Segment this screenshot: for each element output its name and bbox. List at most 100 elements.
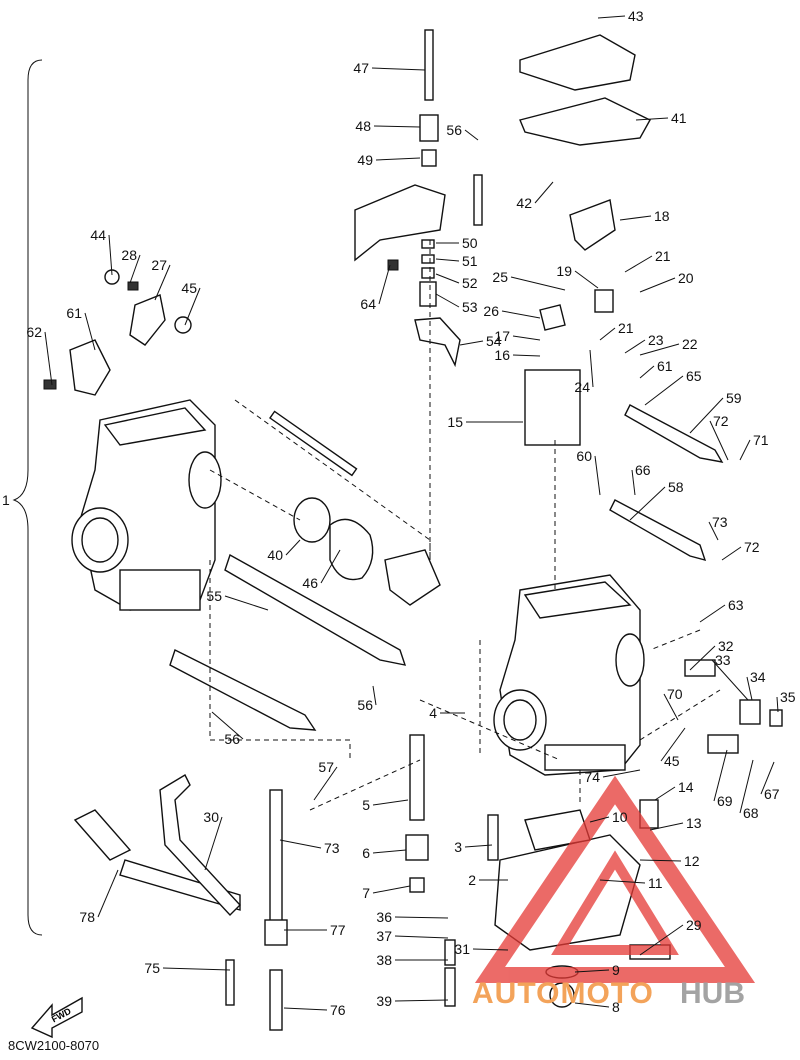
callout-leader-line <box>464 129 479 141</box>
callout-leader-line <box>639 859 682 862</box>
callout-leader-line <box>372 849 407 854</box>
callout-number: 75 <box>144 960 160 976</box>
callout-number: 73 <box>324 840 340 856</box>
callout-number: 11 <box>648 875 663 891</box>
callout-leader-line <box>760 761 775 795</box>
callout-number: 30 <box>203 809 219 825</box>
callout-number: 65 <box>686 368 702 384</box>
callout-leader-line <box>746 676 753 701</box>
callout-number: 45 <box>181 280 197 296</box>
callout-leader-line <box>512 335 541 341</box>
callout-number: 68 <box>743 805 759 821</box>
callout-leader-line <box>776 696 779 713</box>
callout-number: 5 <box>362 797 370 813</box>
callout-number: 59 <box>726 390 742 406</box>
callout-leader-line <box>84 312 96 351</box>
callout-leader-line <box>589 816 610 823</box>
callout-leader-line <box>649 822 684 831</box>
callout-number: 12 <box>684 853 700 869</box>
callout-leader-line <box>394 999 449 1002</box>
callout-number: 34 <box>750 669 766 685</box>
callout-number: 24 <box>574 379 590 395</box>
leader-lines <box>209 240 721 811</box>
callout-leader-line <box>574 969 610 973</box>
callout-leader-line <box>721 546 742 561</box>
callout-number: 42 <box>516 195 532 211</box>
callout-number: 61 <box>66 305 82 321</box>
needle-assembly <box>354 29 483 368</box>
callout-leader-line <box>639 924 684 956</box>
callout-leader-line <box>435 273 460 284</box>
callout-number: 40 <box>267 547 283 563</box>
callout-leader-line <box>644 375 684 406</box>
callout-number: 56 <box>224 731 240 747</box>
callout-leader-line <box>372 885 411 894</box>
callout-leader-line <box>154 264 171 301</box>
callout-number: 13 <box>686 815 702 831</box>
callout-number: 62 <box>26 324 42 340</box>
callout-number: 77 <box>330 922 346 938</box>
callout-leader-line <box>660 727 686 762</box>
callout-leader-line <box>689 645 716 671</box>
callout-leader-line <box>635 117 669 121</box>
callout-number: 31 <box>454 941 470 957</box>
callout-number: 22 <box>682 336 698 352</box>
callout-leader-line <box>313 766 338 801</box>
callout-number: 71 <box>753 432 769 448</box>
callout-number: 25 <box>492 269 508 285</box>
watermark-text-part2: HUB <box>680 977 745 1010</box>
callout-number: 70 <box>667 686 683 702</box>
callout-leader-line <box>375 157 421 161</box>
callout-leader-line <box>224 595 269 611</box>
callout-leader-line <box>320 549 341 584</box>
callout-number: 2 <box>468 872 476 888</box>
callout-leader-line <box>378 264 391 305</box>
watermark-triangle-icon <box>474 775 756 983</box>
callout-leader-line <box>108 234 113 276</box>
callout-leader-line <box>129 254 141 284</box>
callout-leader-line <box>285 539 301 556</box>
watermark-text-part1: AUTOMOTO <box>472 977 654 1010</box>
callout-number: 53 <box>462 299 478 315</box>
callout-number: 47 <box>353 60 369 76</box>
callout-leader-line <box>602 769 641 778</box>
callout-number: 46 <box>302 575 318 591</box>
callout-number: 14 <box>678 779 694 795</box>
callout-leader-line <box>204 816 223 871</box>
jets-and-screws <box>405 659 783 1007</box>
callout-leader-line <box>708 521 719 541</box>
callout-leader-line <box>639 277 676 293</box>
callout-leader-line <box>372 685 377 706</box>
callout-number: 76 <box>330 1002 346 1018</box>
callout-leader-line <box>372 799 409 806</box>
callout-number: 10 <box>612 809 628 825</box>
callout-leader-line <box>534 181 554 204</box>
callout-leader-line <box>464 844 493 848</box>
callout-leader-line <box>589 349 594 388</box>
callout-leader-line <box>739 439 751 461</box>
callout-leader-line <box>371 67 426 71</box>
throttle-cables <box>169 404 724 731</box>
callout-number: 66 <box>635 462 651 478</box>
callout-number: 20 <box>678 270 694 286</box>
callout-leader-line <box>283 1007 328 1011</box>
callout-number: 26 <box>483 303 499 319</box>
callout-leader-line <box>639 343 680 356</box>
callout-leader-line <box>394 935 449 939</box>
callout-number: 4 <box>429 705 437 721</box>
callout-leader-line <box>594 455 601 496</box>
callout-number: 56 <box>446 122 462 138</box>
callout-number: 8 <box>612 999 620 1015</box>
callout-leader-line <box>435 258 460 262</box>
callout-leader-line <box>211 711 244 740</box>
callout-leader-line <box>459 340 484 346</box>
callout-leader-line <box>713 749 728 802</box>
callout-number: 57 <box>318 759 334 775</box>
callout-leader-line <box>624 255 653 273</box>
callout-number: 39 <box>376 993 392 1009</box>
callout-number: 18 <box>654 208 670 224</box>
callout-leader-line <box>663 693 679 721</box>
callout-leader-line <box>597 15 626 19</box>
